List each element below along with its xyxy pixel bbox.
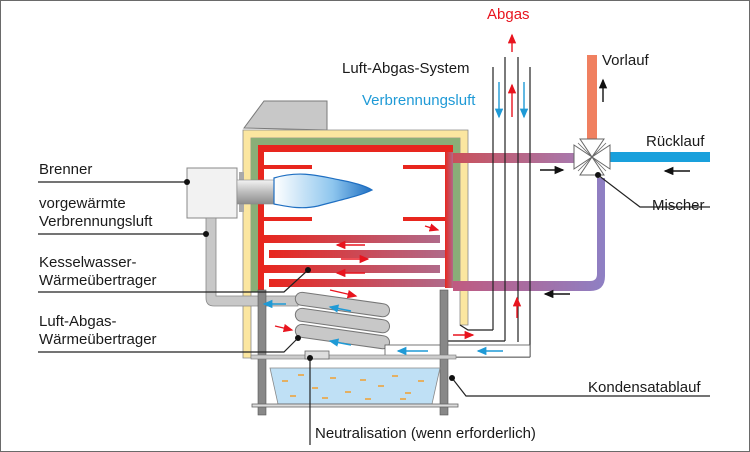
label-kesselwasser: Kesselwasser- xyxy=(39,254,137,271)
label-luft-abgas-2: Wärmeübertrager xyxy=(39,331,157,348)
label-brenner: Brenner xyxy=(39,161,93,178)
mixer-valve-icon xyxy=(573,138,611,176)
boiler-water-heat-exchanger xyxy=(258,145,453,290)
burner xyxy=(186,167,374,219)
label-kesselwasser-2: Wärmeübertrager xyxy=(39,272,157,289)
label-ruecklauf: Rücklauf xyxy=(646,133,705,150)
label-luft-abgas: Luft-Abgas- xyxy=(39,313,117,330)
label-mischer: Mischer xyxy=(652,197,705,214)
label-vorlauf: Vorlauf xyxy=(602,52,649,69)
ruecklauf-pipe xyxy=(610,152,710,162)
flame-icon xyxy=(273,173,374,209)
preheated-air-pipe xyxy=(205,217,299,307)
label-luft-abgas-system: Luft-Abgas-System xyxy=(342,60,470,77)
label-neutralisation: Neutralisation (wenn erforderlich) xyxy=(315,425,536,442)
air-exhaust-heat-exchanger xyxy=(294,291,391,350)
condensate-trough xyxy=(250,350,459,408)
vorlauf-pipe xyxy=(587,55,597,140)
leader-dots xyxy=(184,172,601,381)
label-abgas: Abgas xyxy=(487,6,530,23)
leader-lines xyxy=(38,174,710,445)
flue-system xyxy=(440,57,531,358)
label-vorgewaermte: vorgewärmte xyxy=(39,195,126,212)
boiler-cover xyxy=(243,100,328,131)
mixed-return-pipe xyxy=(453,178,605,291)
boiler-insulation xyxy=(242,129,469,359)
flow-pipe xyxy=(453,153,580,163)
label-kondensatablauf: Kondensatablauf xyxy=(588,379,701,396)
label-verbrennungsluft: Verbrennungsluft xyxy=(362,92,476,109)
flow-arrows xyxy=(262,33,690,356)
label-vorgewaermte-2: Verbrennungsluft xyxy=(39,213,153,230)
air-duct xyxy=(384,344,531,358)
